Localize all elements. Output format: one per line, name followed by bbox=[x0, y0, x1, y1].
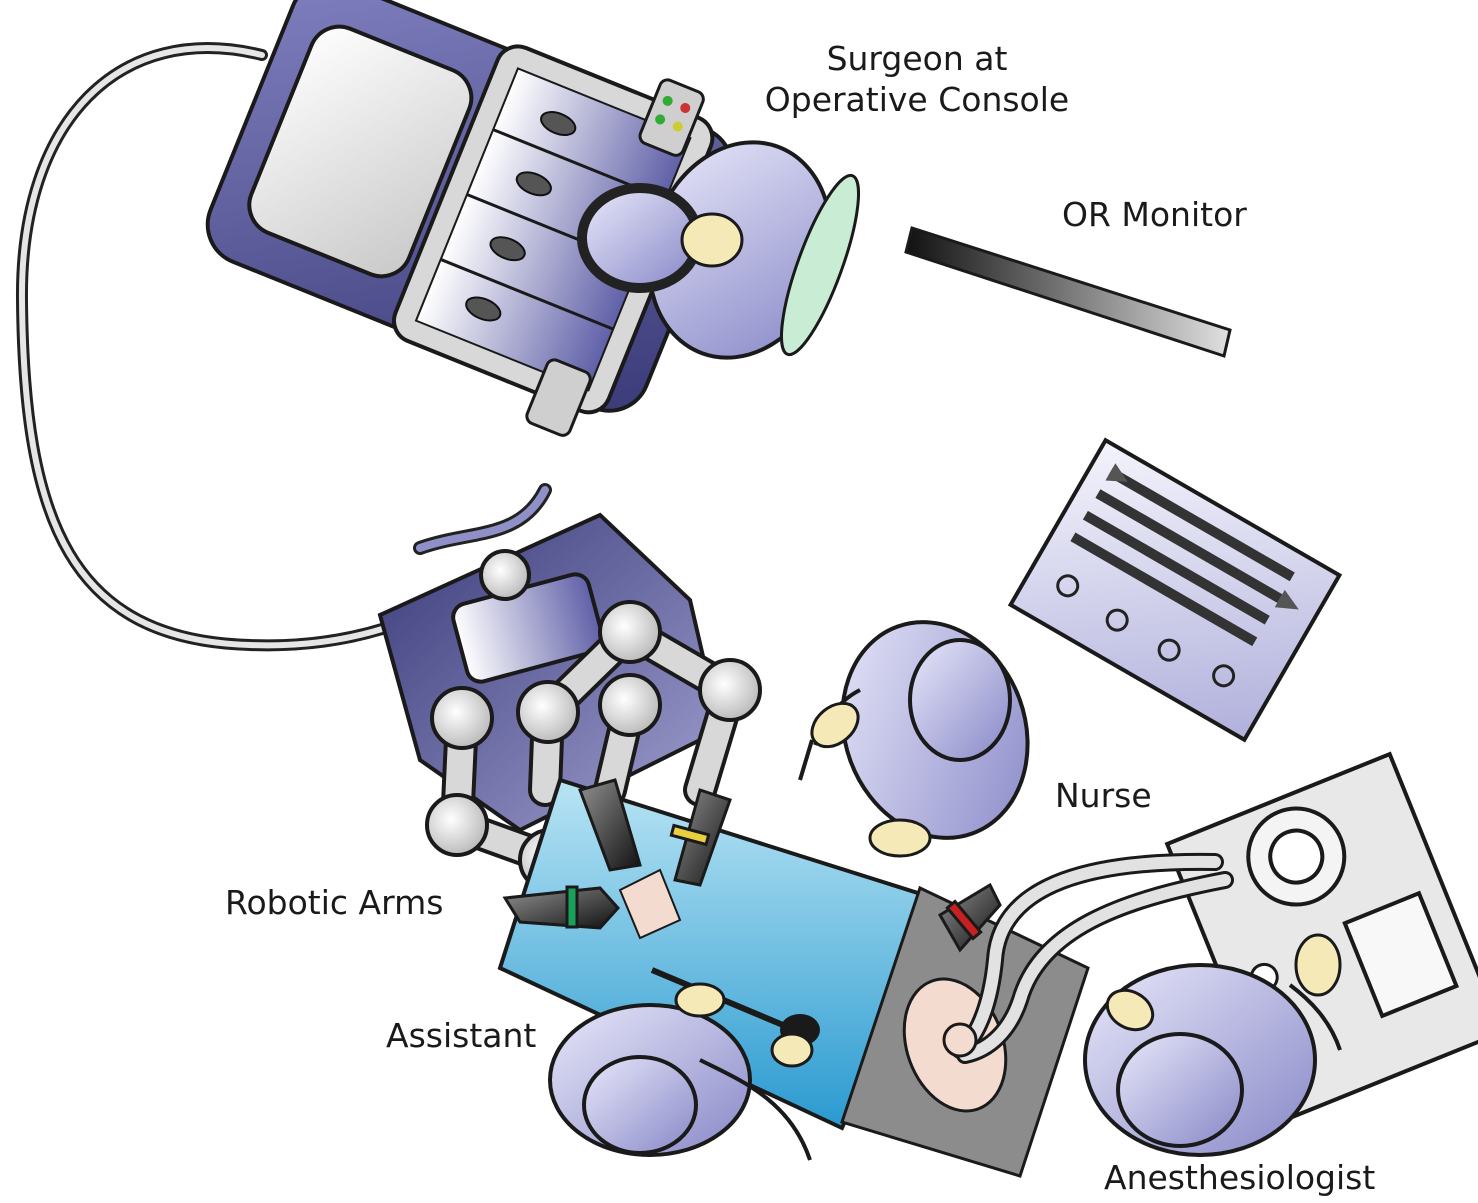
surgeon-label-line2: Operative Console bbox=[752, 79, 1082, 120]
anesthesiologist-figure bbox=[1085, 935, 1340, 1155]
nurse-label: Nurse bbox=[1055, 775, 1152, 816]
surgeon-console-label: Surgeon at Operative Console bbox=[752, 38, 1082, 121]
robotic-arms-label: Robotic Arms bbox=[225, 882, 443, 923]
surgeon-label-line1: Surgeon at bbox=[752, 38, 1082, 79]
instrument-tray bbox=[1011, 440, 1340, 740]
nurse-figure bbox=[800, 596, 1057, 864]
or-monitor-label: OR Monitor bbox=[1062, 194, 1247, 235]
or-monitor bbox=[906, 228, 1230, 356]
assistant-label: Assistant bbox=[386, 1015, 536, 1056]
anesthesiologist-label: Anesthesiologist bbox=[1104, 1157, 1375, 1198]
